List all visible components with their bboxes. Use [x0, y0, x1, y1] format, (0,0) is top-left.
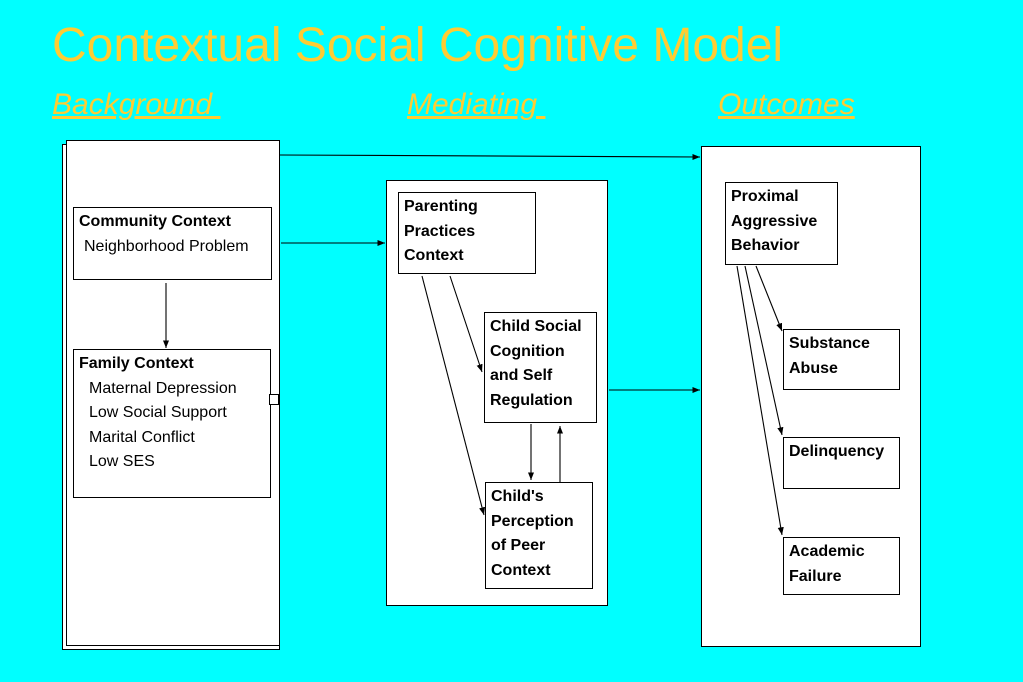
- academic-failure-line: Academic: [789, 543, 865, 560]
- academic-failure-line: Failure: [789, 567, 842, 585]
- peer-perception-line: of Peer: [491, 537, 546, 554]
- community-context-title: Community Context: [79, 213, 231, 230]
- column-heading-outcomes: Outcomes: [718, 88, 855, 121]
- parenting-practices-box: Parenting Practices Context: [398, 192, 536, 274]
- family-context-item: Maternal Depression: [89, 379, 237, 397]
- slide-title: Contextual Social Cognitive Model: [52, 19, 784, 72]
- family-context-item: Low Social Support: [89, 404, 227, 421]
- family-context-box: Family Context Maternal Depression Low S…: [73, 349, 271, 498]
- peer-perception-line: Context: [491, 561, 551, 579]
- parenting-practices-line: Context: [404, 247, 464, 264]
- peer-perception-line: Perception: [491, 512, 574, 530]
- delinquency-line: Delinquency: [789, 443, 885, 460]
- arrow-proximal-to-delinquency: [744, 265, 784, 436]
- child-social-cognition-box: Child Social Cognition and Self Regulati…: [484, 312, 597, 423]
- substance-abuse-line: Substance: [789, 335, 870, 352]
- substance-abuse-box: Substance Abuse: [783, 329, 900, 390]
- family-context-item: Marital Conflict: [89, 428, 195, 446]
- arrow-proximal-to-substance: [755, 265, 783, 332]
- arrow-proximal-to-academic: [736, 265, 784, 536]
- community-context-box: Community Context Neighborhood Problem: [73, 207, 272, 280]
- community-context-item: Neighborhood Problem: [84, 237, 249, 255]
- child-social-cognition-line: Cognition: [490, 342, 565, 360]
- family-context-item: Low SES: [89, 453, 155, 470]
- connector-handle: [269, 394, 279, 405]
- peer-perception-line: Child's: [491, 488, 544, 505]
- substance-abuse-line: Abuse: [789, 359, 838, 377]
- child-social-cognition-line: Regulation: [490, 391, 573, 409]
- arrow-background-to-outcomes: [279, 153, 701, 161]
- child-social-cognition-line: and Self: [490, 367, 553, 384]
- column-heading-mediating: Mediating: [407, 88, 546, 121]
- proximal-aggressive-behavior-line: Behavior: [731, 237, 800, 254]
- child-social-cognition-line: Child Social: [490, 318, 582, 335]
- delinquency-box: Delinquency: [783, 437, 900, 489]
- proximal-aggressive-behavior-line: Proximal: [731, 188, 799, 205]
- column-heading-background: Background: [52, 88, 221, 121]
- family-context-title: Family Context: [79, 355, 194, 372]
- arrow-parenting-to-peer: [421, 275, 486, 516]
- parenting-practices-line: Parenting: [404, 198, 478, 215]
- academic-failure-box: Academic Failure: [783, 537, 900, 595]
- proximal-aggressive-behavior-box: Proximal Aggressive Behavior: [725, 182, 838, 265]
- arrow-parenting-to-child-social: [449, 275, 483, 373]
- peer-perception-box: Child's Perception of Peer Context: [485, 482, 593, 589]
- parenting-practices-line: Practices: [404, 222, 476, 240]
- proximal-aggressive-behavior-line: Aggressive: [731, 212, 818, 230]
